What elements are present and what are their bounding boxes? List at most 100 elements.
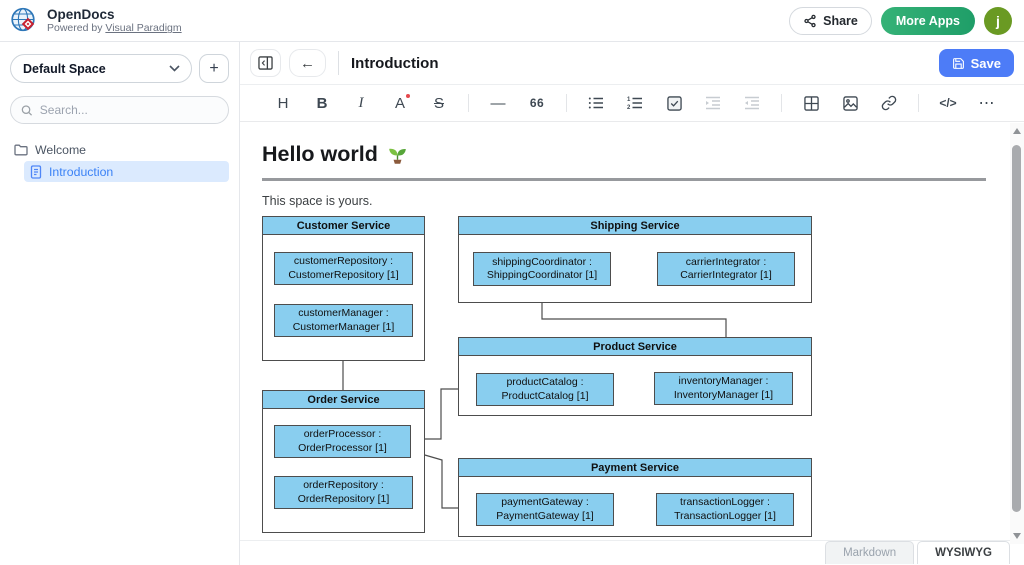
seedling-emoji bbox=[387, 144, 408, 165]
save-button[interactable]: Save bbox=[939, 49, 1014, 77]
header-divider bbox=[338, 51, 339, 75]
svg-text:1: 1 bbox=[627, 97, 631, 103]
bold-button[interactable]: B bbox=[309, 90, 335, 116]
part-name: productCatalog : bbox=[506, 376, 583, 389]
indent-icon bbox=[705, 96, 721, 110]
code-button[interactable]: </> bbox=[935, 90, 961, 116]
scrollbar-thumb[interactable] bbox=[1012, 145, 1021, 512]
customer-service-box: Customer Service bbox=[262, 216, 425, 361]
editor-statusbar: Markdown WYSIWYG bbox=[240, 540, 1024, 565]
sidebar-item-label: Welcome bbox=[35, 143, 86, 157]
part-name: orderRepository : bbox=[303, 479, 384, 492]
bullet-list-button[interactable] bbox=[583, 90, 609, 116]
share-button[interactable]: Share bbox=[789, 7, 872, 35]
document-heading: Hello world bbox=[262, 142, 986, 178]
share-label: Share bbox=[823, 14, 858, 28]
part-name: customerManager : bbox=[298, 307, 388, 320]
search-input[interactable] bbox=[40, 103, 218, 117]
part-name: orderProcessor : bbox=[304, 428, 382, 441]
order-service-title: Order Service bbox=[263, 391, 424, 409]
share-icon bbox=[803, 14, 817, 28]
add-space-button[interactable]: + bbox=[199, 54, 229, 83]
brand-text: OpenDocs Powered by Visual Paradigm bbox=[47, 7, 182, 35]
formatting-toolbar: H B I A S — 66 1 2 bbox=[240, 85, 1024, 122]
avatar[interactable]: j bbox=[984, 7, 1012, 35]
quote-button[interactable]: 66 bbox=[524, 90, 550, 116]
part-type: OrderRepository [1] bbox=[298, 493, 390, 506]
payment-gateway-part: paymentGateway : PaymentGateway [1] bbox=[476, 493, 614, 526]
transaction-logger-part: transactionLogger : TransactionLogger [1… bbox=[656, 493, 794, 526]
part-name: carrierIntegrator : bbox=[686, 256, 767, 269]
sidebar-item-label: Introduction bbox=[49, 165, 113, 179]
part-type: ShippingCoordinator [1] bbox=[487, 269, 597, 282]
font-color-glyph: A bbox=[395, 95, 405, 112]
italic-button[interactable]: I bbox=[348, 90, 374, 116]
toolbar-more-button[interactable]: ⋯ bbox=[974, 90, 1000, 116]
product-catalog-part: productCatalog : ProductCatalog [1] bbox=[476, 373, 614, 406]
strikethrough-button[interactable]: S bbox=[426, 90, 452, 116]
outdent-button[interactable] bbox=[739, 90, 765, 116]
space-row: Default Space + bbox=[10, 54, 229, 83]
part-type: PaymentGateway [1] bbox=[496, 510, 593, 523]
vertical-scrollbar[interactable] bbox=[1010, 123, 1024, 544]
scroll-down-arrow[interactable] bbox=[1010, 530, 1024, 542]
customer-service-title: Customer Service bbox=[263, 217, 424, 235]
topbar-actions: Share More Apps j bbox=[789, 7, 1012, 35]
app-header: OpenDocs Powered by Visual Paradigm Shar… bbox=[0, 0, 1024, 42]
horizontal-rule-button[interactable]: — bbox=[485, 90, 511, 116]
image-button[interactable] bbox=[837, 90, 863, 116]
document-heading-text: Hello world bbox=[262, 142, 378, 167]
powered-by: Powered by Visual Paradigm bbox=[47, 22, 182, 34]
composite-structure-diagram[interactable]: Customer Service customerRepository : Cu… bbox=[262, 215, 832, 539]
sidebar-item-introduction[interactable]: Introduction bbox=[24, 161, 229, 182]
scroll-up-arrow[interactable] bbox=[1010, 125, 1024, 137]
table-icon bbox=[804, 96, 819, 111]
search-icon bbox=[21, 104, 33, 117]
task-list-button[interactable] bbox=[661, 90, 687, 116]
font-color-dot bbox=[406, 94, 410, 98]
wysiwyg-mode-button[interactable]: WYSIWYG bbox=[917, 541, 1010, 564]
link-button[interactable] bbox=[876, 90, 902, 116]
page-tree: Welcome Introduction bbox=[10, 139, 229, 182]
part-name: inventoryManager : bbox=[679, 375, 769, 388]
visual-paradigm-link[interactable]: Visual Paradigm bbox=[105, 22, 181, 34]
task-list-icon bbox=[667, 96, 682, 111]
outdent-icon bbox=[744, 96, 760, 110]
numbered-list-button[interactable]: 1 2 bbox=[622, 90, 648, 116]
markdown-mode-button[interactable]: Markdown bbox=[825, 541, 914, 564]
sidebar-item-welcome[interactable]: Welcome bbox=[10, 139, 229, 160]
inventory-manager-part: inventoryManager : InventoryManager [1] bbox=[654, 372, 793, 405]
svg-text:2: 2 bbox=[627, 105, 631, 110]
customer-manager-part: customerManager : CustomerManager [1] bbox=[274, 304, 413, 337]
payment-service-title: Payment Service bbox=[459, 459, 811, 477]
heading-button[interactable]: H bbox=[270, 90, 296, 116]
document-content: Hello world This space is yours. bbox=[240, 122, 1024, 565]
more-apps-button[interactable]: More Apps bbox=[881, 7, 975, 35]
part-type: CustomerRepository [1] bbox=[288, 269, 398, 282]
part-name: paymentGateway : bbox=[501, 496, 589, 509]
part-type: ProductCatalog [1] bbox=[502, 390, 589, 403]
carrier-integrator-part: carrierIntegrator : CarrierIntegrator [1… bbox=[657, 252, 795, 286]
order-service-box: Order Service bbox=[262, 390, 425, 533]
page-title: Introduction bbox=[351, 55, 438, 72]
search-box[interactable] bbox=[10, 96, 229, 124]
editor-header: ← Introduction Save bbox=[240, 42, 1024, 85]
shipping-service-title: Shipping Service bbox=[459, 217, 811, 235]
save-icon bbox=[952, 57, 965, 70]
part-type: OrderProcessor [1] bbox=[298, 442, 387, 455]
toolbar-divider bbox=[566, 94, 567, 112]
editor-panel: ← Introduction Save H B I A S — 66 bbox=[240, 42, 1024, 565]
shipping-coordinator-part: shippingCoordinator : ShippingCoordinato… bbox=[473, 252, 611, 286]
indent-button[interactable] bbox=[700, 90, 726, 116]
product-service-title: Product Service bbox=[459, 338, 811, 356]
order-repository-part: orderRepository : OrderRepository [1] bbox=[274, 476, 413, 509]
chevron-down-icon bbox=[169, 65, 180, 72]
document-icon bbox=[30, 165, 42, 179]
space-selector[interactable]: Default Space bbox=[10, 54, 192, 83]
back-button[interactable]: ← bbox=[289, 49, 326, 77]
brand: OpenDocs Powered by Visual Paradigm bbox=[10, 6, 182, 35]
collapse-sidebar-button[interactable] bbox=[250, 49, 281, 77]
table-button[interactable] bbox=[798, 90, 824, 116]
font-color-button[interactable]: A bbox=[387, 90, 413, 116]
part-name: transactionLogger : bbox=[680, 496, 770, 509]
